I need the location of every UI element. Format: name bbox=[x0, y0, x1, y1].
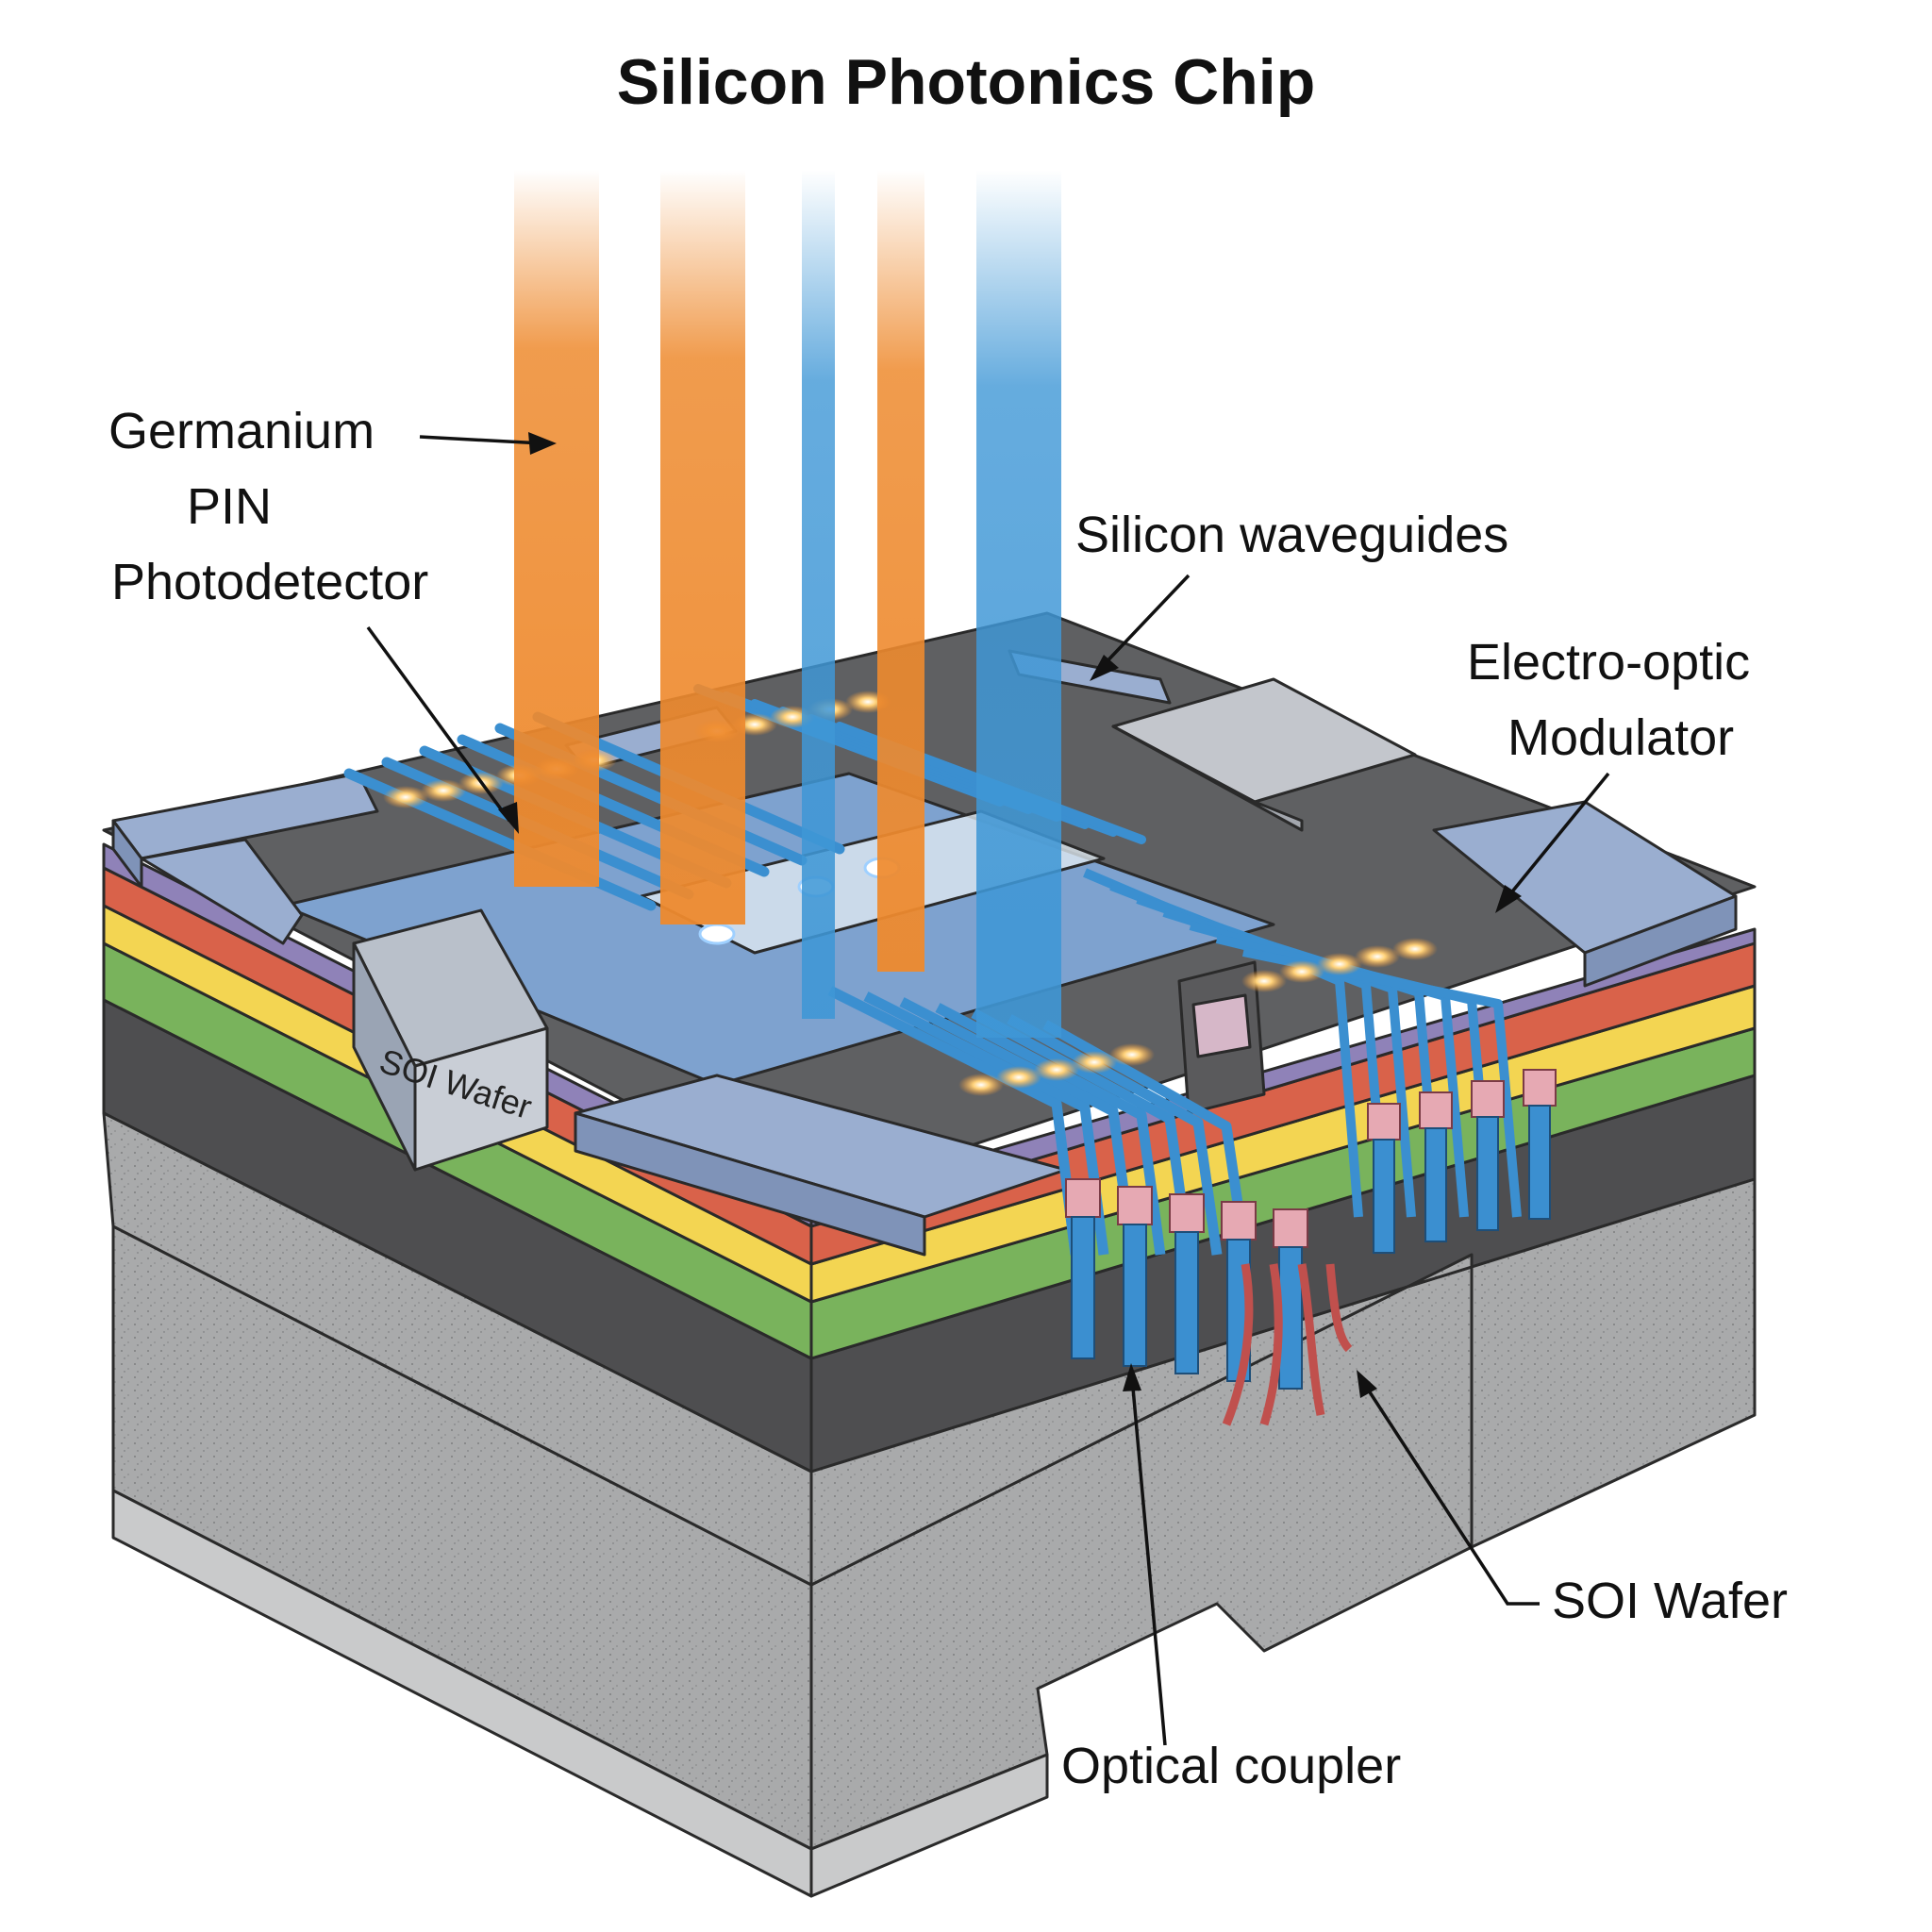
glow-spot bbox=[1072, 1051, 1117, 1074]
arrow-photodetector bbox=[366, 625, 511, 823]
waveguide bbox=[1007, 1014, 1223, 1256]
waveguide bbox=[935, 1003, 1166, 1256]
arrow-soi-wafer bbox=[1361, 1381, 1540, 1606]
glow-spot bbox=[383, 786, 428, 808]
arrow-modulator bbox=[1503, 772, 1610, 903]
glow-spot bbox=[1241, 970, 1287, 992]
arrowhead bbox=[1123, 1363, 1141, 1391]
arrow-optical-coupler bbox=[1130, 1376, 1167, 1746]
orange-beam bbox=[514, 170, 599, 887]
substrate bbox=[111, 1224, 1474, 1898]
orange-beam bbox=[877, 170, 924, 972]
glow-spot bbox=[958, 1074, 1004, 1096]
contact-pad bbox=[1221, 1201, 1257, 1241]
label-modulator-line1: Electro-optic bbox=[1467, 634, 1750, 691]
arrowhead bbox=[1495, 885, 1522, 913]
label-modulator-line2: Modulator bbox=[1507, 709, 1734, 766]
glow-spot bbox=[698, 923, 736, 945]
contact-pad bbox=[1419, 1091, 1453, 1129]
light-beams bbox=[514, 170, 1061, 1038]
via-post bbox=[1071, 1216, 1095, 1359]
glow-spot bbox=[421, 779, 466, 802]
arrowhead bbox=[1090, 655, 1119, 681]
label-germanium-line3: Photodetector bbox=[111, 554, 428, 610]
orange-beam bbox=[660, 170, 745, 924]
blue-beam bbox=[802, 170, 835, 1019]
via-post bbox=[1278, 1246, 1303, 1390]
pointer-arrows bbox=[366, 432, 1610, 1746]
glow-spot bbox=[996, 1066, 1041, 1089]
contact-pad bbox=[1523, 1069, 1557, 1107]
contact-pad bbox=[1471, 1080, 1505, 1118]
contact-pad bbox=[1367, 1103, 1401, 1141]
optical-coupler-wires bbox=[1222, 1263, 1353, 1426]
contact-pad bbox=[1273, 1208, 1308, 1248]
label-silicon-waveguides: Silicon waveguides bbox=[1075, 507, 1508, 563]
glow-spot bbox=[1034, 1058, 1079, 1081]
via-post bbox=[1123, 1224, 1147, 1367]
contact-pad bbox=[1117, 1186, 1153, 1225]
glow-spot bbox=[1109, 1043, 1155, 1066]
contact-pad bbox=[1065, 1178, 1101, 1218]
label-soi-wafer: SOI Wafer bbox=[1552, 1573, 1788, 1629]
arrowhead bbox=[528, 432, 557, 455]
glow-spot bbox=[1355, 945, 1400, 968]
glow-spot bbox=[1392, 938, 1438, 960]
via-post bbox=[1528, 1105, 1551, 1220]
via-post bbox=[1174, 1231, 1199, 1374]
arrowhead bbox=[1357, 1370, 1377, 1398]
glow-spot bbox=[1279, 960, 1324, 983]
via-post bbox=[1424, 1127, 1447, 1242]
glow-spot bbox=[1317, 953, 1362, 975]
blue-beam bbox=[976, 170, 1061, 1038]
diagram-title: Silicon Photonics Chip bbox=[617, 46, 1315, 118]
vertical-interconnects bbox=[1065, 1069, 1557, 1390]
via-post bbox=[1373, 1139, 1395, 1254]
arrowhead bbox=[498, 802, 519, 834]
arrow-waveguides bbox=[1097, 574, 1191, 672]
label-germanium-line1: Germanium bbox=[108, 403, 375, 459]
via-post bbox=[1476, 1116, 1499, 1231]
arrow-germanium-to-beam bbox=[419, 435, 543, 445]
label-optical-coupler: Optical coupler bbox=[1061, 1738, 1401, 1794]
label-germanium-line2: PIN bbox=[187, 478, 272, 535]
contact-pad bbox=[1169, 1193, 1205, 1233]
